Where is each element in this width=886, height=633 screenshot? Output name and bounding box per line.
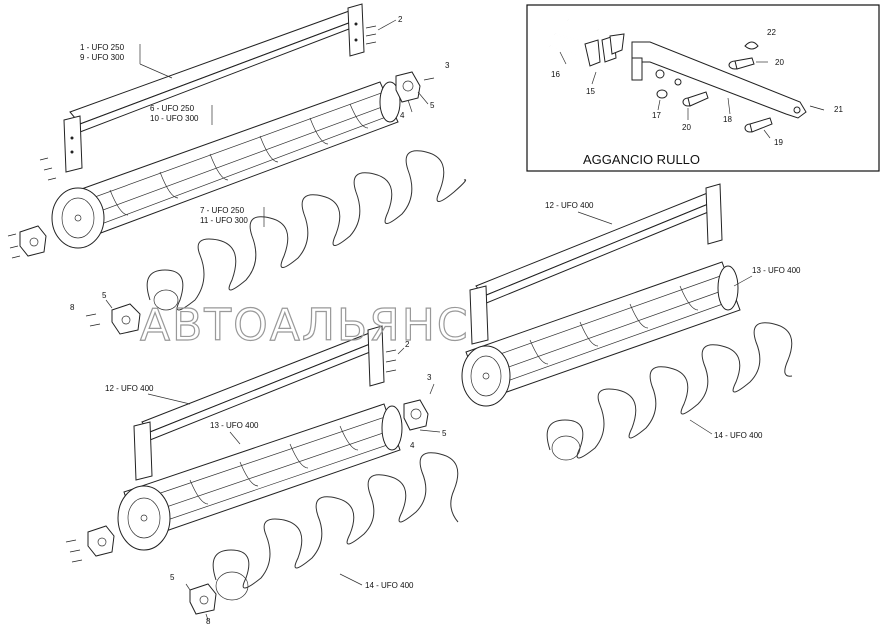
spiral-roller-7-11: [146, 150, 467, 311]
label-frame-ufo-400-left: 12 - UFO 400: [105, 384, 154, 393]
callout-4-a: 4: [400, 111, 405, 120]
callout-15: 15: [586, 87, 595, 96]
callout-19: 19: [774, 138, 783, 147]
label-spiral-ufo-400-right: 14 - UFO 400: [714, 431, 763, 440]
bracket-15: [584, 33, 625, 85]
bearing-5-right-b: [403, 383, 441, 433]
pin-21: [809, 105, 825, 111]
label-spiral-ufo-400-left: 14 - UFO 400: [365, 581, 414, 590]
label-cage-ufo-250: 6 - UFO 250: [150, 104, 195, 113]
label-frame-ufo-300: 9 - UFO 300: [80, 53, 125, 62]
callout-17: 17: [652, 111, 661, 120]
pin-20-top: [728, 41, 768, 70]
nut-17: [656, 89, 668, 111]
callout-20-top: 20: [775, 58, 784, 67]
bolt-set-2a: [365, 19, 397, 45]
callout-18: 18: [723, 115, 732, 124]
frame-beam-12-left: [133, 325, 385, 481]
cage-roller-13-right: [461, 261, 741, 407]
bearing-5-lower-a: [85, 299, 141, 335]
watermark-text: АВТОАЛЬЯНС: [140, 300, 470, 351]
bearing-5-left-a: [7, 225, 47, 259]
callout-2-a: 2: [398, 15, 403, 24]
callout-16: 16: [551, 70, 560, 79]
bolt-set-left-a: [39, 157, 57, 181]
bearing-5-left-b: [65, 525, 115, 563]
cage-roller-13-left: [117, 403, 403, 551]
pin-19: [744, 117, 773, 139]
label-frame-ufo-400-right: 12 - UFO 400: [545, 201, 594, 210]
callout-5-a: 5: [430, 101, 435, 110]
callout-20-bottom: 20: [682, 123, 691, 132]
callout-3-b: 3: [427, 373, 432, 382]
callout-5-c: 5: [442, 429, 447, 438]
frame-beam-1-9: [63, 3, 365, 173]
assembly-ufo-400-right: 12 - UFO 400 13 - UFO 400 14 - UFO 400: [461, 183, 801, 461]
callout-5-b: 5: [102, 291, 107, 300]
bearing-5-right-a: [395, 71, 435, 113]
callout-22: 22: [767, 28, 776, 37]
inset-title: AGGANCIO RULLO: [583, 152, 700, 167]
frame-beam-12-right: [469, 183, 723, 345]
callout-3-a: 3: [445, 61, 450, 70]
spiral-roller-14-right: [546, 322, 793, 461]
spiral-roller-14-left: [212, 452, 459, 601]
label-spiral-ufo-300: 11 - UFO 300: [200, 216, 248, 225]
callout-8-a: 8: [70, 303, 75, 312]
label-frame-ufo-250: 1 - UFO 250: [80, 43, 125, 52]
callout-5-d: 5: [170, 573, 175, 582]
pin-20-bottom: [682, 91, 709, 120]
label-spiral-ufo-250: 7 - UFO 250: [200, 206, 245, 215]
assembly-ufo-400-left: 12 - UFO 400 13 - UFO 400 14 - UFO 400 2…: [65, 325, 459, 626]
callout-2-b: 2: [405, 340, 410, 349]
cage-roller-6-10: [51, 81, 401, 249]
assembly-ufo-250-300: 1 - UFO 250 9 - UFO 300 6 - UFO 250 10 -…: [7, 3, 467, 335]
label-cage-ufo-400-left: 13 - UFO 400: [210, 421, 259, 430]
callout-21: 21: [834, 105, 843, 114]
label-cage-ufo-300: 10 - UFO 300: [150, 114, 199, 123]
label-cage-ufo-400-right: 13 - UFO 400: [752, 266, 801, 275]
callout-8-b: 8: [206, 617, 211, 626]
inset-aggancio-rullo: 22 20 16 15 17 20 18 21 19 AGGANCIO RULL…: [526, 4, 880, 172]
callout-4-b: 4: [410, 441, 415, 450]
bolt-16: [549, 19, 599, 65]
bearing-5-lower-b: [185, 583, 217, 621]
bolt-set-2b: [385, 347, 405, 373]
hitch-arm-18: [631, 41, 807, 119]
